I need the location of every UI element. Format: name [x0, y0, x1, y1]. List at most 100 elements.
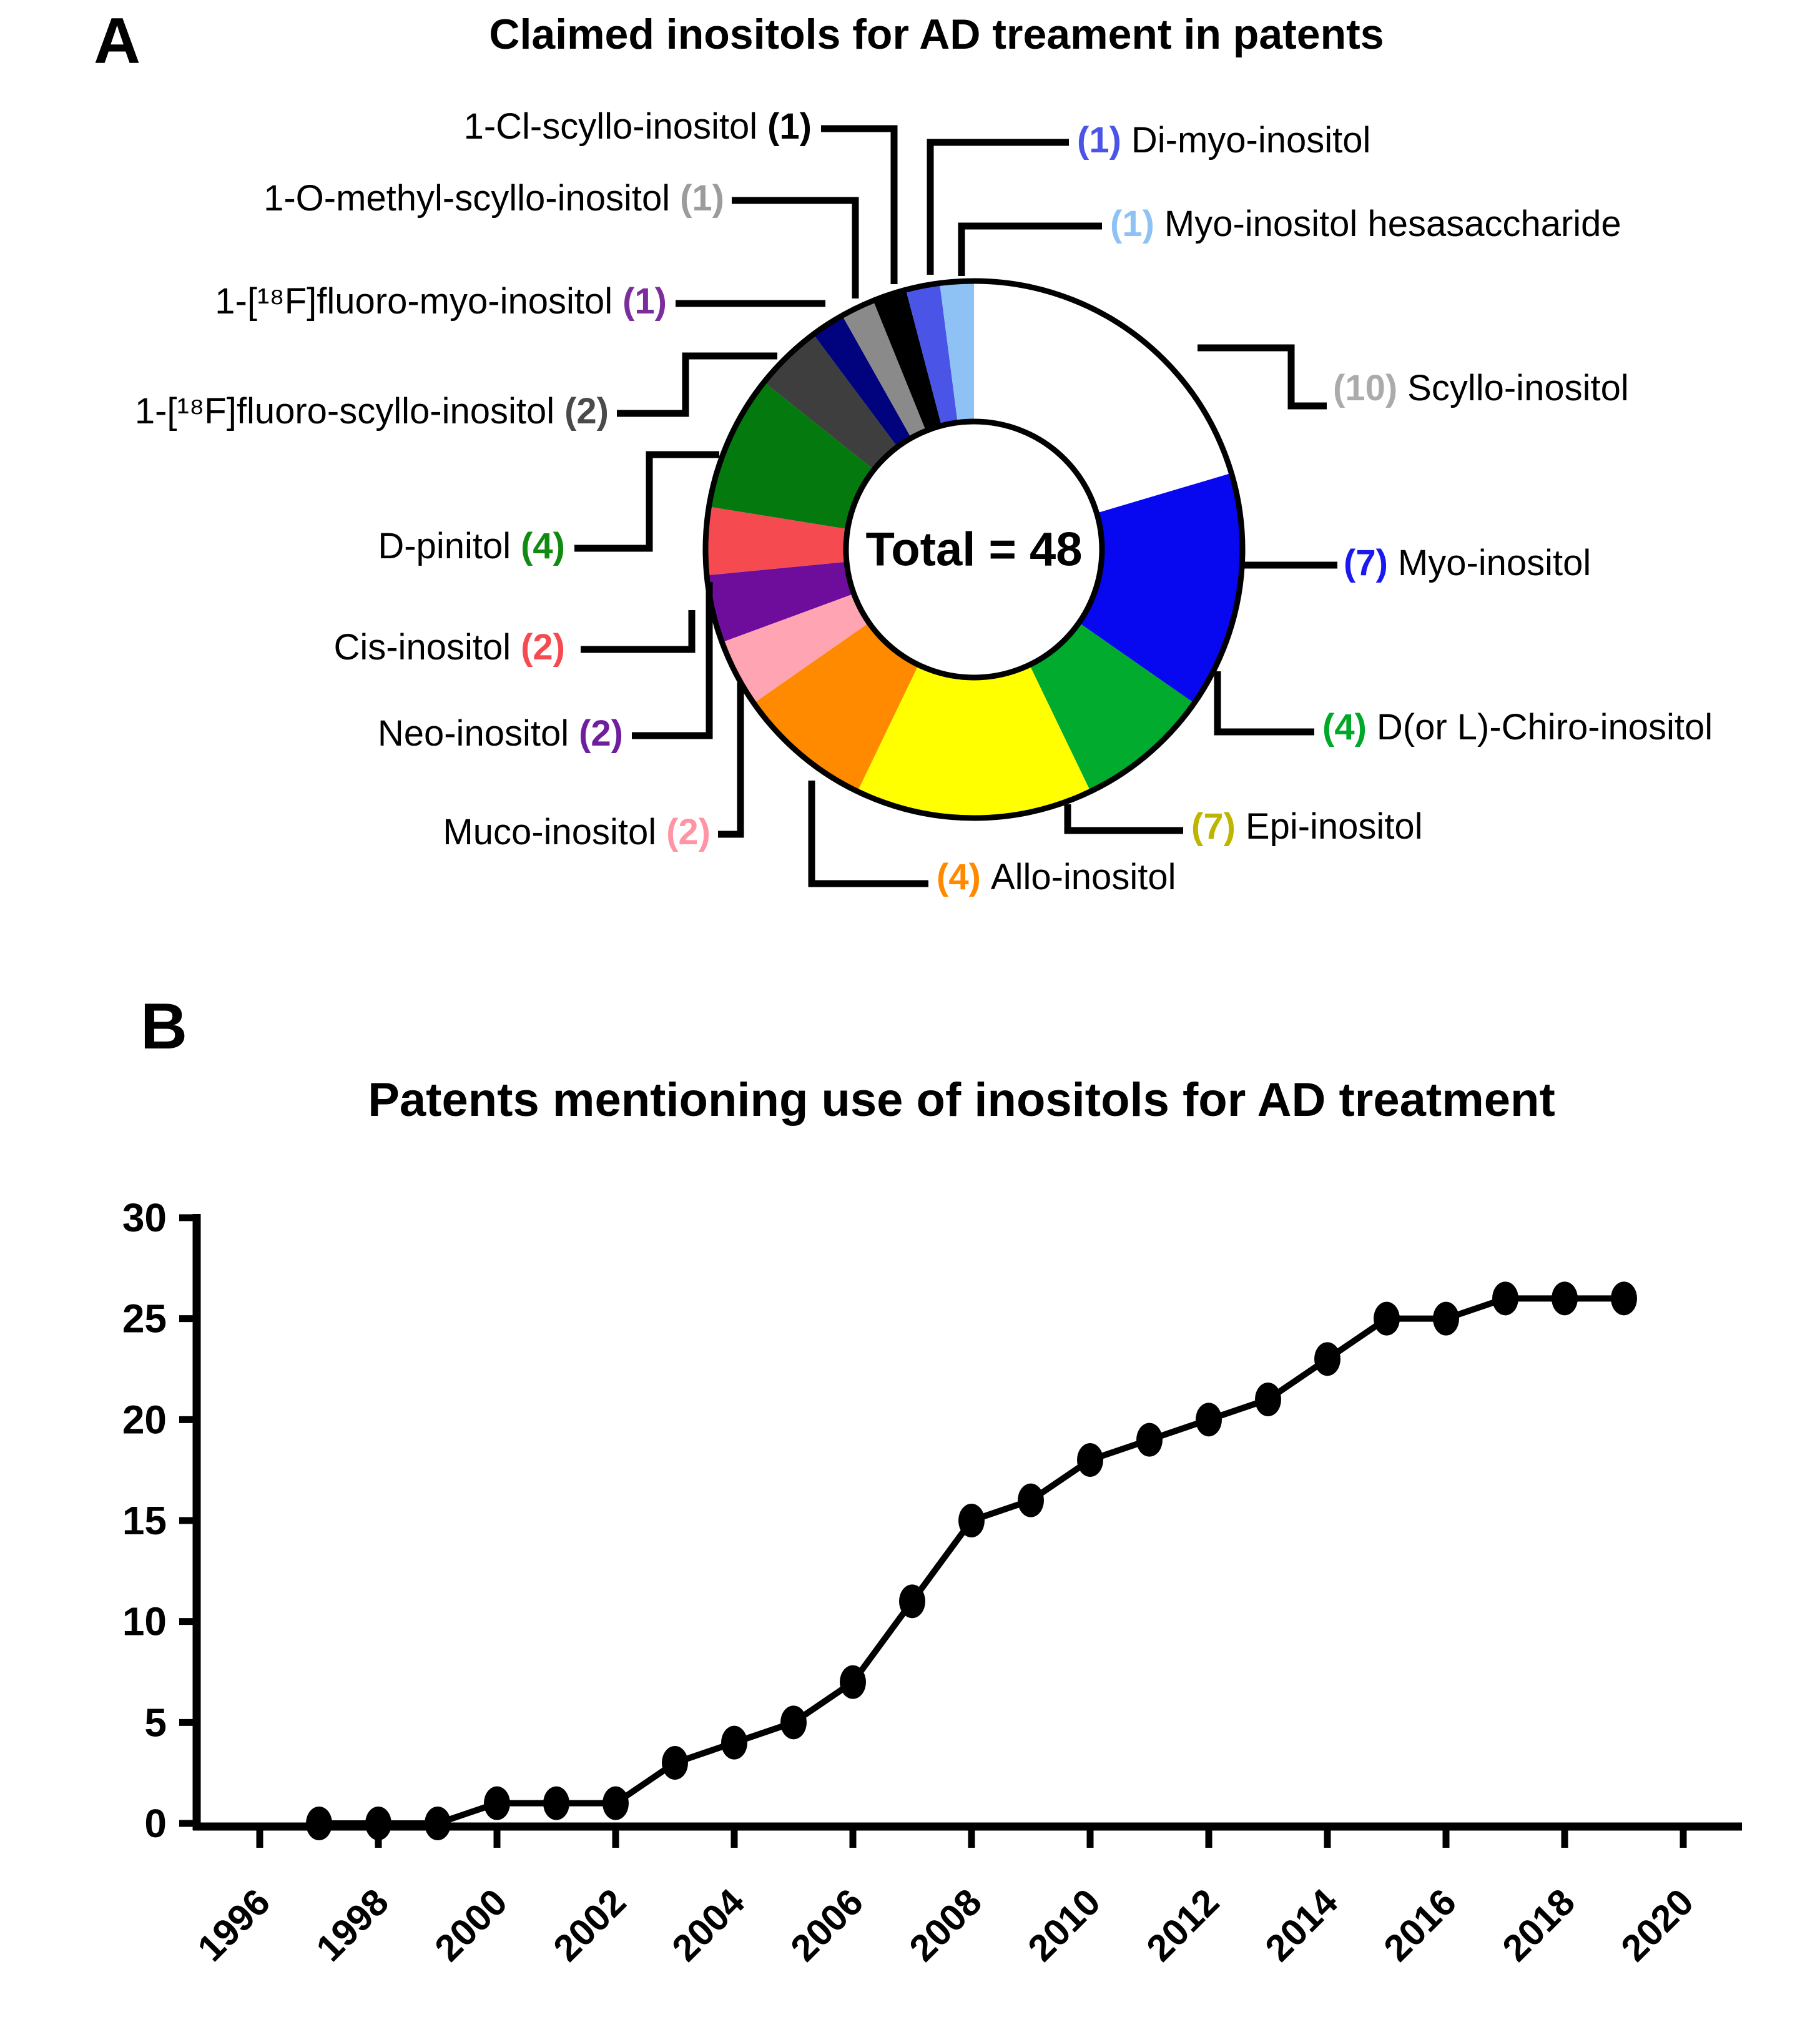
x-tick-label: 2000 [426, 1881, 515, 1970]
x-tick-label: 2008 [901, 1881, 990, 1970]
data-point-2009 [1018, 1483, 1044, 1517]
label-18f-fluoro-myo-inositol: 1-[¹⁸F]fluoro-myo-inositol(1) [215, 281, 667, 322]
data-points [306, 1281, 1637, 1840]
label-text: Di-myo-inositol [1131, 120, 1371, 161]
slice-1-o-methyl-scyllo-inositol [842, 300, 927, 438]
connector-chiro-inositol [1214, 671, 1314, 736]
label-text: Cis-inositol [333, 627, 511, 668]
slice-muco-inositol [722, 593, 869, 704]
connector-myo-inositol-hesasaccharide [958, 222, 1102, 276]
label-text: 1-Cl-scyllo-inositol [463, 106, 758, 147]
x-tick-label: 2020 [1613, 1881, 1701, 1970]
x-tick-label: 2006 [782, 1881, 871, 1970]
label-count: (2) [564, 391, 609, 432]
data-point-1997 [306, 1807, 332, 1840]
slice-scyllo-inositol [974, 281, 1232, 513]
y-tick-label: 20 [122, 1397, 167, 1442]
slice-1-f-fluoro-scyllo-inositol [764, 334, 898, 470]
data-point-2011 [1136, 1423, 1163, 1457]
data-point-2003 [662, 1746, 688, 1780]
y-tick-label: 15 [122, 1498, 167, 1543]
connector-di-myo-inositol [927, 139, 1069, 275]
label-count: (4) [1322, 707, 1367, 748]
label-myo-inositol: (7)Myo-inositol [1344, 543, 1591, 584]
label-epi-inositol: (7)Epi-inositol [1191, 806, 1423, 847]
data-point-2015 [1374, 1301, 1400, 1336]
x-tick-label: 2002 [545, 1881, 634, 1970]
data-point-2013 [1255, 1383, 1281, 1417]
label-count: (4) [521, 526, 565, 567]
label-text: Allo-inositol [990, 857, 1176, 898]
label-text: Myo-inositol [1397, 543, 1591, 584]
label-di-myo-inositol: (1)Di-myo-inositol [1077, 120, 1371, 161]
donut-outer-rim [702, 278, 1246, 821]
connector-1-cl-scyllo-inositol [821, 125, 898, 284]
label-text: Epi-inositol [1245, 806, 1423, 847]
label-count: (7) [1344, 543, 1388, 584]
label-count: (7) [1191, 806, 1236, 847]
slice-myo-inositol-hesasaccharide [940, 281, 974, 423]
label-text: D(or L)-Chiro-inositol [1376, 707, 1713, 748]
data-point-2017 [1492, 1281, 1518, 1316]
panel-b-title: Patents mentioning use of inositols for … [368, 1073, 1555, 1127]
connector-scyllo-inositol [1198, 344, 1327, 410]
panel-a-letter: A [94, 5, 141, 77]
patents-line [319, 1295, 1624, 1827]
connector-epi-inositol [1064, 804, 1183, 834]
label-count: (2) [579, 713, 623, 754]
slice-d-pinitol [709, 382, 874, 530]
label-count: (1) [680, 178, 724, 219]
label-count: (1) [1077, 120, 1121, 161]
label-text: 1-[¹⁸F]fluoro-myo-inositol [215, 281, 613, 322]
data-point-1998 [365, 1807, 391, 1840]
label-18f-fluoro-scyllo-inositol: 1-[¹⁸F]fluoro-scyllo-inositol(2) [135, 391, 609, 432]
connector-neo-inositol [632, 582, 713, 739]
label-count: (1) [767, 106, 812, 147]
label-text: Neo-inositol [377, 713, 569, 754]
label-text: D-pinitol [378, 526, 511, 567]
slice-1-f-fluoro-myo-inositol [813, 315, 912, 447]
data-point-2008 [958, 1504, 985, 1538]
data-point-2012 [1196, 1403, 1222, 1437]
slice-myo-inositol [1079, 473, 1242, 704]
label-1-o-methyl-scyllo-inositol: 1-O-methyl-scyllo-inositol(1) [263, 178, 724, 219]
slice-epi-inositol [857, 664, 1091, 818]
label-text: Myo-inositol hesasaccharide [1164, 204, 1621, 245]
data-point-2001 [543, 1786, 569, 1820]
slice-1-cl-scyllo-inositol [873, 290, 942, 431]
panel-a-title: Claimed inositols for AD treament in pat… [489, 11, 1384, 58]
label-1-cl-scyllo-inositol: 1-Cl-scyllo-inositol(1) [463, 106, 812, 147]
data-point-2005 [780, 1705, 807, 1740]
y-tick-label: 25 [122, 1296, 167, 1341]
data-point-2019 [1611, 1281, 1637, 1316]
connector-d-pinitol [574, 451, 719, 552]
panel-b-letter: B [140, 990, 188, 1063]
slice-cis-inositol [706, 506, 848, 576]
label-count: (4) [937, 857, 981, 898]
connector-18f-fluoro-scyllo-inositol [617, 352, 777, 417]
data-point-2006 [840, 1665, 866, 1699]
label-allo-inositol: (4)Allo-inositol [937, 857, 1176, 898]
label-d-pinitol: D-pinitol(4) [378, 526, 565, 567]
data-point-2014 [1314, 1342, 1340, 1376]
data-point-2004 [721, 1725, 747, 1760]
donut-total-label: Total = 48 [865, 523, 1083, 576]
label-chiro-inositol: (4)D(or L)-Chiro-inositol [1322, 707, 1713, 748]
y-tick-label: 30 [122, 1195, 167, 1240]
y-tick-label: 5 [144, 1700, 167, 1745]
x-tick-label: 2010 [1020, 1881, 1108, 1970]
label-count: (10) [1333, 368, 1398, 409]
x-tick-label: 2014 [1257, 1880, 1345, 1969]
data-point-2010 [1077, 1443, 1103, 1477]
x-tick-label: 2012 [1138, 1881, 1227, 1970]
y-tick-label: 0 [144, 1801, 167, 1846]
x-tick-label: 2018 [1494, 1881, 1583, 1970]
data-point-2007 [899, 1584, 925, 1619]
label-count: (2) [521, 627, 565, 668]
connector-cis-inositol [581, 610, 696, 653]
connector-allo-inositol [808, 781, 928, 887]
